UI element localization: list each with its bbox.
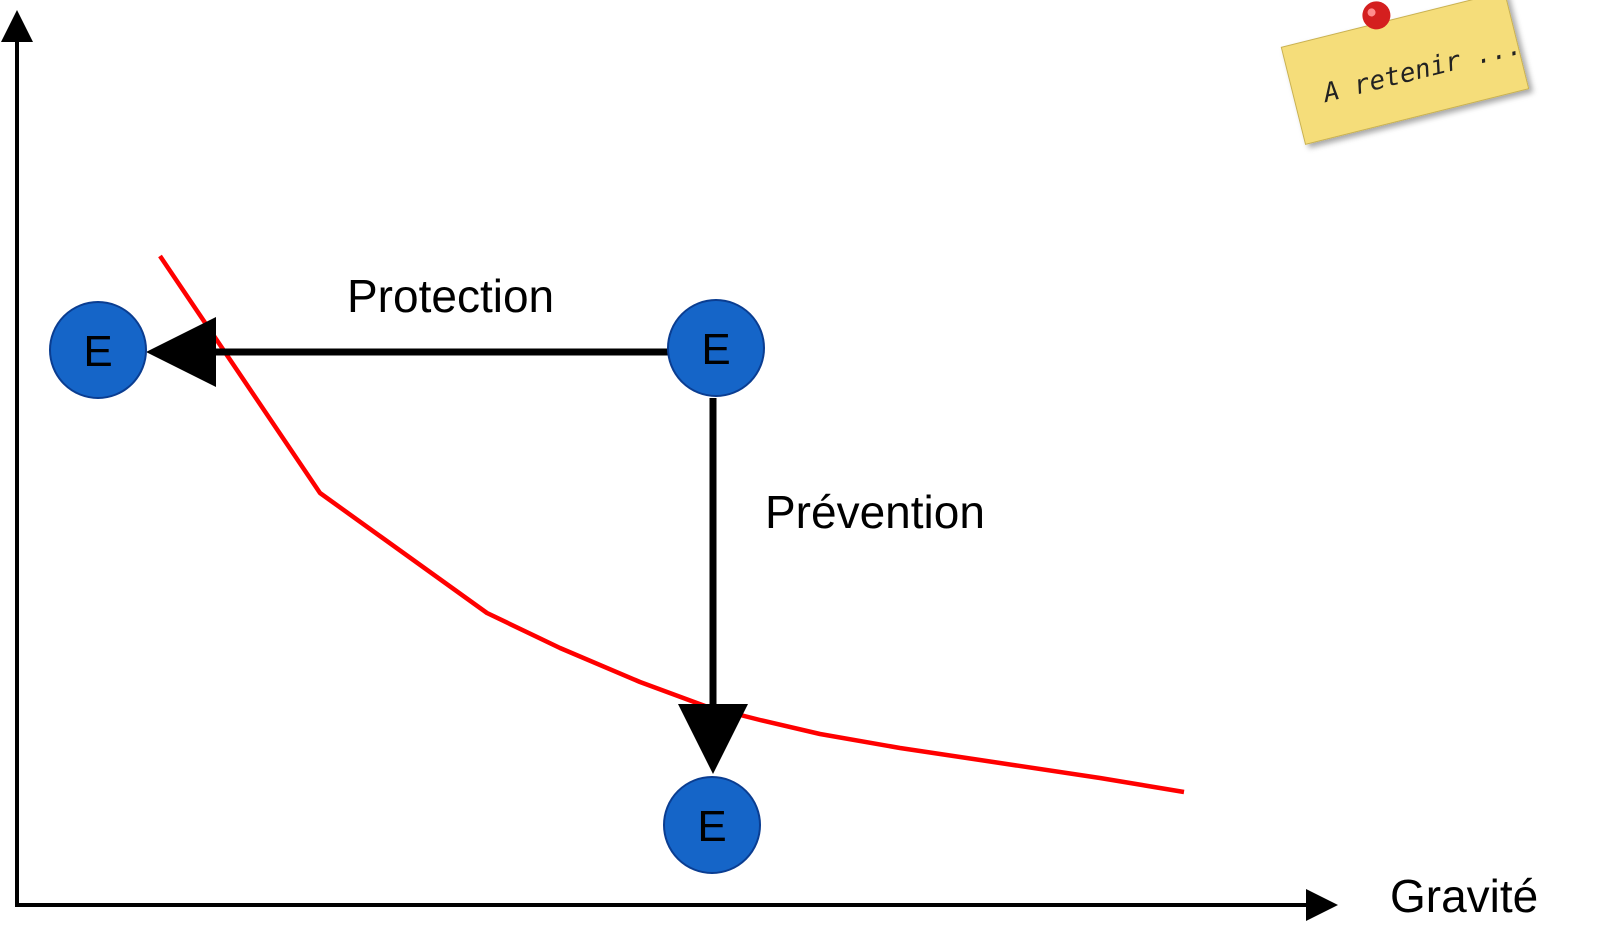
- node-after-protection: E: [49, 301, 147, 399]
- node-after-prevention: E: [663, 776, 761, 874]
- sticky-note: A retenir ...: [1280, 0, 1530, 145]
- node-initial: E: [667, 299, 765, 397]
- node-label: E: [701, 325, 730, 374]
- pin-icon: [1362, 1, 1391, 30]
- node-label: E: [697, 802, 726, 851]
- node-label: E: [83, 327, 112, 376]
- protection-label: Protection: [347, 270, 554, 322]
- prevention-label: Prévention: [765, 486, 985, 538]
- x-axis-label: Gravité: [1390, 870, 1538, 922]
